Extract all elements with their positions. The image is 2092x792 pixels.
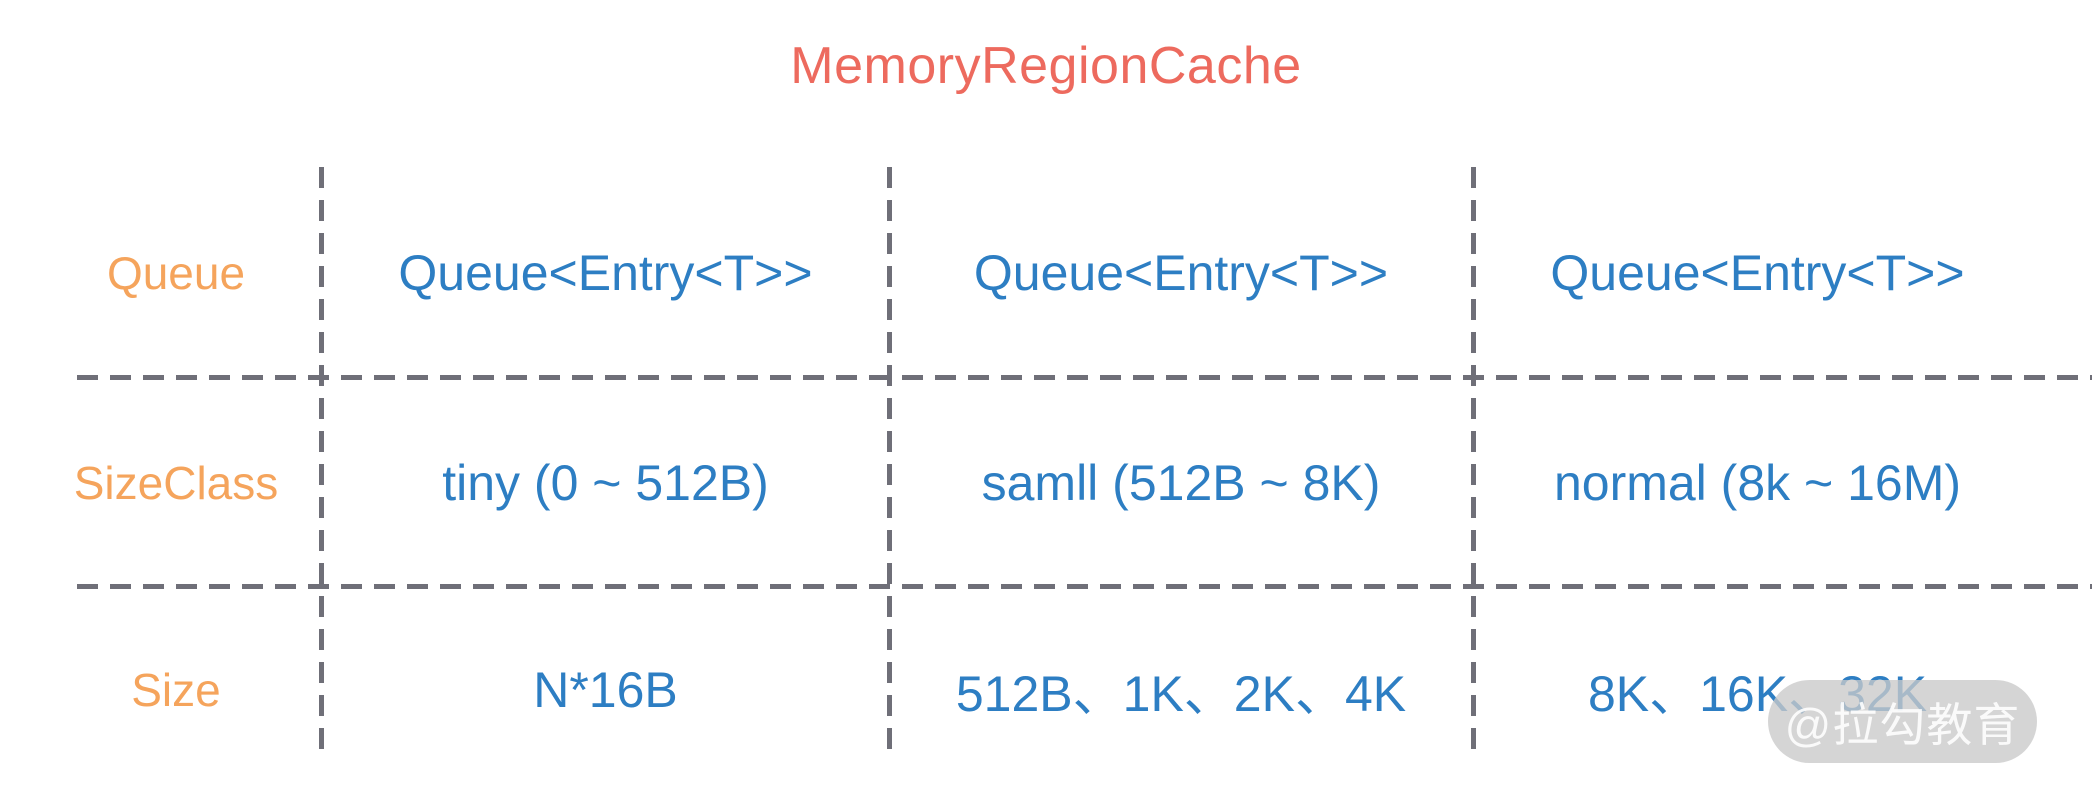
cell-size-tiny: N*16B (322, 587, 889, 792)
cell-size-small: 512B、1K、2K、4K (889, 587, 1473, 792)
row-label-sizeclass: SizeClass (0, 378, 322, 587)
row-label-queue: Queue (0, 167, 322, 378)
cell-queue-tiny: Queue<Entry<T>> (322, 167, 889, 378)
cell-sizeclass-tiny-text: tiny (0 ~ 512B) (442, 454, 769, 511)
cell-sizeclass-tiny: tiny (0 ~ 512B) (322, 378, 889, 587)
row-divider-1 (77, 375, 2092, 380)
cell-sizeclass-small-text: samll (512B ~ 8K) (981, 454, 1381, 511)
cell-queue-normal: Queue<Entry<T>> (1473, 167, 2092, 378)
row-divider-2 (77, 584, 2092, 589)
cell-size-tiny-text: N*16B (533, 661, 678, 718)
row-label-size: Size (0, 587, 322, 792)
row-label-size-text: Size (131, 663, 221, 716)
cell-size-small-text: 512B、1K、2K、4K (955, 665, 1407, 722)
row-label-queue-text: Queue (106, 246, 246, 299)
diagram-title: MemoryRegionCache (790, 37, 1302, 95)
column-divider-3 (1471, 167, 1476, 760)
watermark-badge: @拉勾教育 (1768, 680, 2037, 763)
column-divider-1 (319, 167, 324, 760)
cell-queue-normal-text: Queue<Entry<T>> (1550, 244, 1965, 301)
cell-sizeclass-normal-text: normal (8k ~ 16M) (1553, 454, 1962, 511)
cell-sizeclass-normal: normal (8k ~ 16M) (1473, 378, 2092, 587)
cell-sizeclass-small: samll (512B ~ 8K) (889, 378, 1473, 587)
cell-queue-small: Queue<Entry<T>> (889, 167, 1473, 378)
row-label-sizeclass-text: SizeClass (73, 456, 279, 509)
watermark-text: @拉勾教育 (1784, 698, 2021, 751)
column-divider-2 (887, 167, 892, 760)
cell-queue-tiny-text: Queue<Entry<T>> (398, 244, 813, 301)
cell-queue-small-text: Queue<Entry<T>> (973, 244, 1389, 301)
